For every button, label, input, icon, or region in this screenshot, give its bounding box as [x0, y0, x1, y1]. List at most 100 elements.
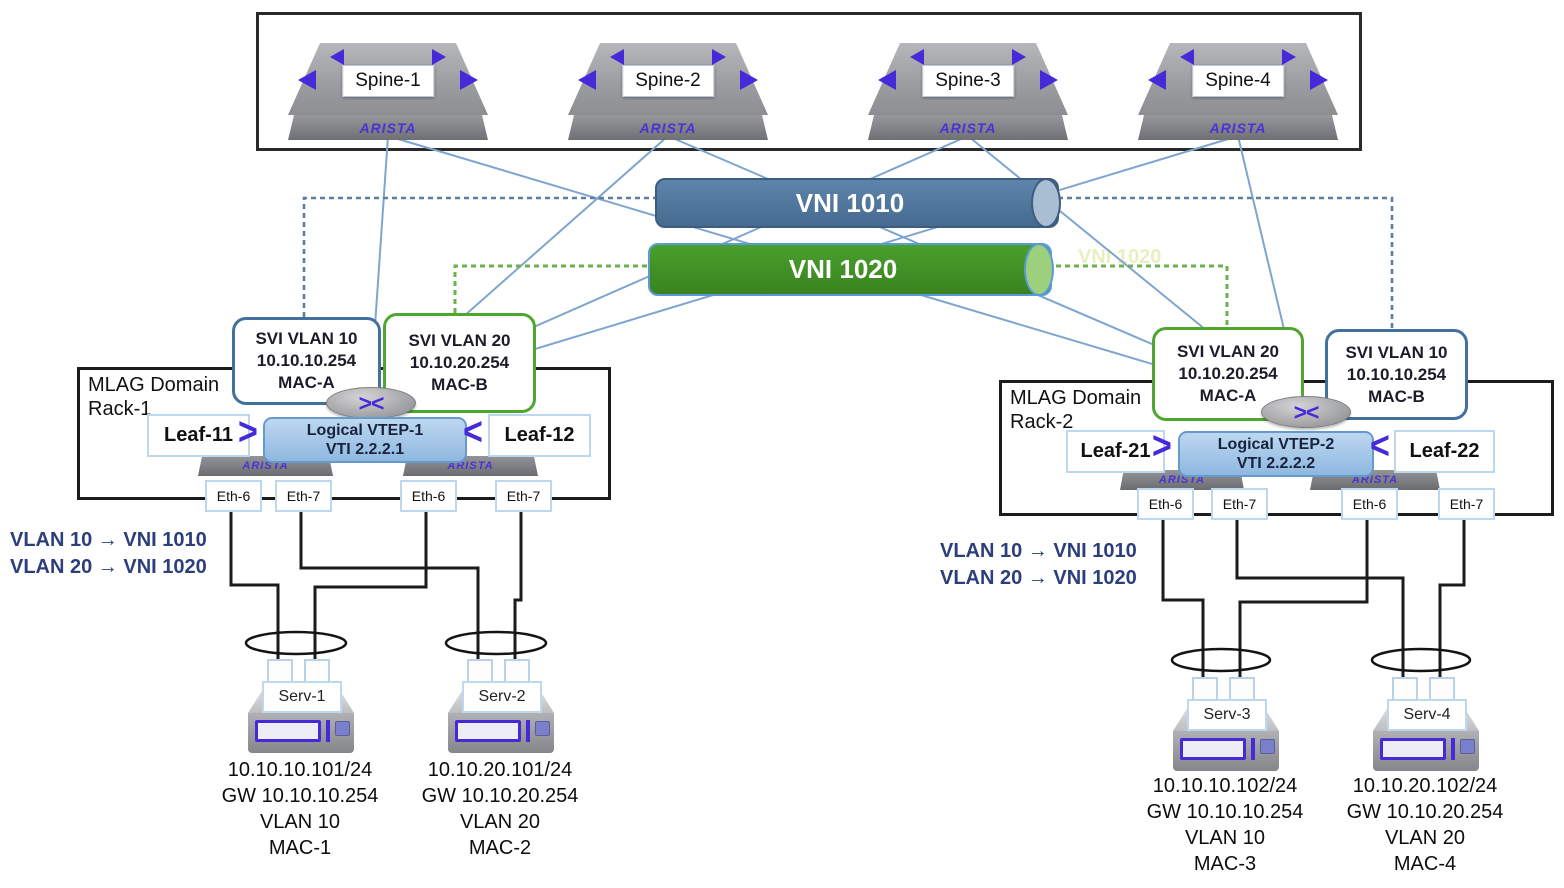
leaf-21-label: Leaf-21: [1066, 430, 1165, 473]
svi-line3: MAC-A: [1199, 386, 1257, 405]
server-slot: [326, 720, 330, 742]
server-mac: MAC-1: [268, 837, 332, 859]
svi-vlan10-box-rack2: SVI VLAN 10 10.10.10.254 MAC-B: [1325, 329, 1468, 420]
eth-port-label: Eth-7: [1438, 488, 1495, 520]
server-cable: [1235, 513, 1405, 683]
server-slot: [1251, 738, 1255, 760]
rack-title: MLAG Domain Rack-1: [88, 373, 219, 421]
eth-port-label: Eth-6: [205, 480, 262, 512]
svi-line1: SVI VLAN 10: [255, 329, 358, 348]
spine-label: Spine-4: [1192, 65, 1284, 97]
vtep-router-icon-rack2: ><: [1261, 396, 1351, 428]
server-front-face: [1173, 731, 1279, 771]
spine-switch-3: Spine-3 ARISTA: [868, 43, 1068, 140]
server-vlan: VLAN 20: [459, 811, 541, 833]
server-cable: [229, 508, 280, 665]
eth-port-label: Eth-6: [400, 480, 457, 512]
spine-label: Spine-3: [922, 65, 1014, 97]
svi-line3: MAC-B: [1368, 386, 1425, 406]
server-panel: [1380, 738, 1446, 760]
arista-logo: ARISTA: [939, 119, 997, 136]
server-info-serv2: 10.10.20.101/24 GW 10.10.20.254 VLAN 20 …: [385, 757, 615, 861]
chevron-right-icon: >: [1152, 424, 1172, 468]
svi-line2: 10.10.20.254: [409, 353, 510, 372]
eth-port-label: Eth-6: [1341, 488, 1398, 520]
vni-1020-tube: VNI 1020: [648, 243, 1054, 296]
left-arrow-icon: [1180, 49, 1194, 65]
left-arrow-icon: [1148, 70, 1166, 90]
server-front-face: [1373, 731, 1479, 771]
server-panel: [455, 720, 521, 742]
mapping-line1: VLAN 10 → VNI 1010: [10, 529, 207, 551]
server-ip: 10.10.10.102/24: [1152, 775, 1298, 797]
nic-port-icon: [304, 659, 330, 685]
svi-line3: MAC-B: [431, 375, 488, 394]
svi-line2: 10.10.10.254: [256, 351, 357, 370]
server-ip: 10.10.10.101/24: [227, 759, 373, 781]
vtep-name: Logical VTEP-1: [306, 422, 424, 439]
left-arrow-icon: [298, 70, 316, 90]
arista-logo: ARISTA: [1351, 474, 1399, 486]
server-label: Serv-2: [462, 681, 542, 713]
svi-line2: 10.10.10.254: [1346, 364, 1447, 384]
eth-port-label: Eth-6: [1137, 488, 1194, 520]
vni-tube-label: VNI 1010: [795, 187, 905, 218]
server-cable: [513, 508, 523, 665]
chevron-left-icon: <: [1370, 424, 1390, 468]
svi-line1: SVI VLAN 20: [408, 331, 511, 350]
eth-port-label: Eth-7: [275, 480, 332, 512]
spine-label: Spine-2: [622, 65, 714, 97]
server-info-serv1: 10.10.10.101/24 GW 10.10.10.254 VLAN 10 …: [185, 757, 415, 861]
server-led: [535, 721, 550, 736]
arista-logo: ARISTA: [1209, 119, 1267, 136]
rack-title-line2: Rack-1: [88, 398, 152, 420]
right-arrow-icon: [712, 49, 726, 65]
nic-port-icon: [267, 659, 293, 685]
left-arrow-icon: [910, 49, 924, 65]
ghost-vni-label: VNI 1020: [1078, 246, 1162, 268]
arista-logo: ARISTA: [242, 460, 289, 472]
lag-ellipses: [244, 630, 1472, 673]
server-label: Serv-4: [1387, 699, 1467, 731]
right-arrow-icon: [1040, 70, 1058, 90]
server-slot: [1451, 738, 1455, 760]
server-ip: 10.10.20.101/24: [427, 759, 573, 781]
server-panel: [1180, 738, 1246, 760]
server-info-serv3: 10.10.10.102/24 GW 10.10.10.254 VLAN 10 …: [1110, 773, 1340, 877]
eth-port-label: Eth-7: [495, 480, 552, 512]
svi-line1: SVI VLAN 20: [1176, 342, 1280, 361]
svi-vlan20-box-rack2: SVI VLAN 20 10.10.20.254 MAC-A: [1152, 327, 1304, 421]
right-arrow-icon: [1310, 70, 1328, 90]
server-front-face: [248, 713, 354, 753]
rack-title-line1: MLAG Domain: [88, 374, 220, 396]
server-cable: [313, 508, 428, 665]
vlan-vni-mapping-rack1: VLAN 10 → VNI 1010 VLAN 20 → VNI 1020: [10, 527, 207, 581]
switch-front-face: ARISTA: [1138, 115, 1338, 140]
logical-vtep1-box: Logical VTEP-1 VTI 2.2.2.1: [263, 417, 467, 463]
vtep-vti: VTI 2.2.2.1: [325, 441, 405, 458]
lag-ellipse-icon: [244, 630, 348, 656]
arista-logo: ARISTA: [1158, 474, 1206, 486]
server-cables: [229, 508, 1466, 683]
lag-ellipse-icon: [1370, 647, 1472, 673]
server-cable: [299, 508, 480, 665]
spine-switch-2: Spine-2 ARISTA: [568, 43, 768, 140]
spine-group-box: [256, 12, 1362, 151]
server-cable: [1161, 513, 1205, 683]
server-slot: [526, 720, 530, 742]
nic-port-icon: [1229, 677, 1255, 703]
right-arrow-icon: [1012, 49, 1026, 65]
spine-switch-1: Spine-1 ARISTA: [288, 43, 488, 140]
switch-front-face: ARISTA: [288, 115, 488, 140]
server-gateway: GW 10.10.10.254: [1146, 801, 1304, 823]
logical-vtep2-box: Logical VTEP-2 VTI 2.2.2.2: [1178, 431, 1374, 477]
server-label: Serv-1: [262, 681, 342, 713]
server-vlan: VLAN 20: [1384, 827, 1466, 849]
vtep-router-icon-rack1: ><: [326, 387, 416, 419]
mapping-line2: VLAN 20 → VNI 1020: [940, 567, 1137, 589]
lag-ellipse-icon: [444, 630, 548, 656]
switch-front-face: ARISTA: [868, 115, 1068, 140]
server-mac: MAC-4: [1393, 853, 1457, 875]
lag-ellipse-icon: [1170, 647, 1272, 673]
